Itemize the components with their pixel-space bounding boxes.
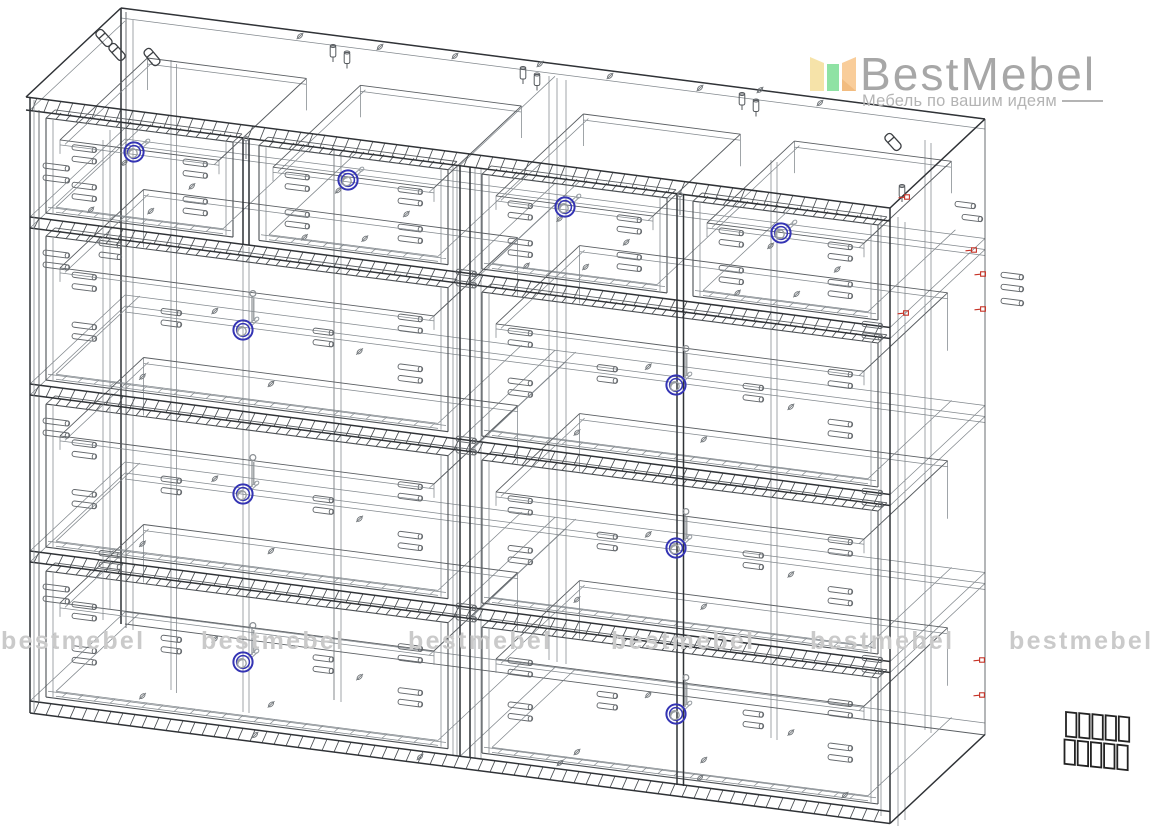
hardware-plate [1091,713,1104,741]
drawer [481,113,745,294]
carcass-back-lines [29,7,986,826]
hardware-plate [1065,711,1078,739]
drawer [692,140,956,321]
carcass-front-lines [25,7,986,825]
hardware-details [42,27,1025,799]
logo-icon-fold [842,79,856,91]
watermark-text: bestmebel [1009,627,1154,655]
hardware-plate [1117,715,1131,743]
drawer-boxes [45,57,956,805]
drawer [481,580,952,805]
watermark-text: bestmebel [1,627,146,655]
drawer-knob [232,479,261,505]
brand-logo-tagline: Мебель по вашим идеям [862,92,1057,110]
brand-logo-dash [1062,100,1103,102]
hardware-plate [1076,739,1089,768]
hardware-plate [1078,712,1091,740]
logo-icon-left-wing [810,57,824,91]
watermark-text: bestmebel [611,627,756,655]
hardware-plate [1090,741,1103,769]
hardware-plate [1063,738,1076,766]
hardware-plate [1116,743,1129,772]
drawer [45,524,522,750]
drawer [45,57,311,238]
brand-logo-icon [810,57,856,91]
drawer-knob [337,165,366,191]
drawer [45,357,522,600]
watermark-text: bestmebel [810,627,955,655]
watermark-text: bestmebel [201,627,346,655]
drawer [481,413,952,655]
hardware-plate [1103,742,1116,770]
hardware-plates [1063,711,1131,772]
logo-icon-middle-bar [827,64,839,91]
drawer [45,189,522,433]
drawer [258,84,526,266]
brand-logo-text: BestMebel [860,48,1097,100]
watermark-text: bestmebel [408,627,553,655]
drawer-knob [665,699,694,725]
drawer-knob [665,533,694,559]
hardware-plate [1104,714,1117,742]
